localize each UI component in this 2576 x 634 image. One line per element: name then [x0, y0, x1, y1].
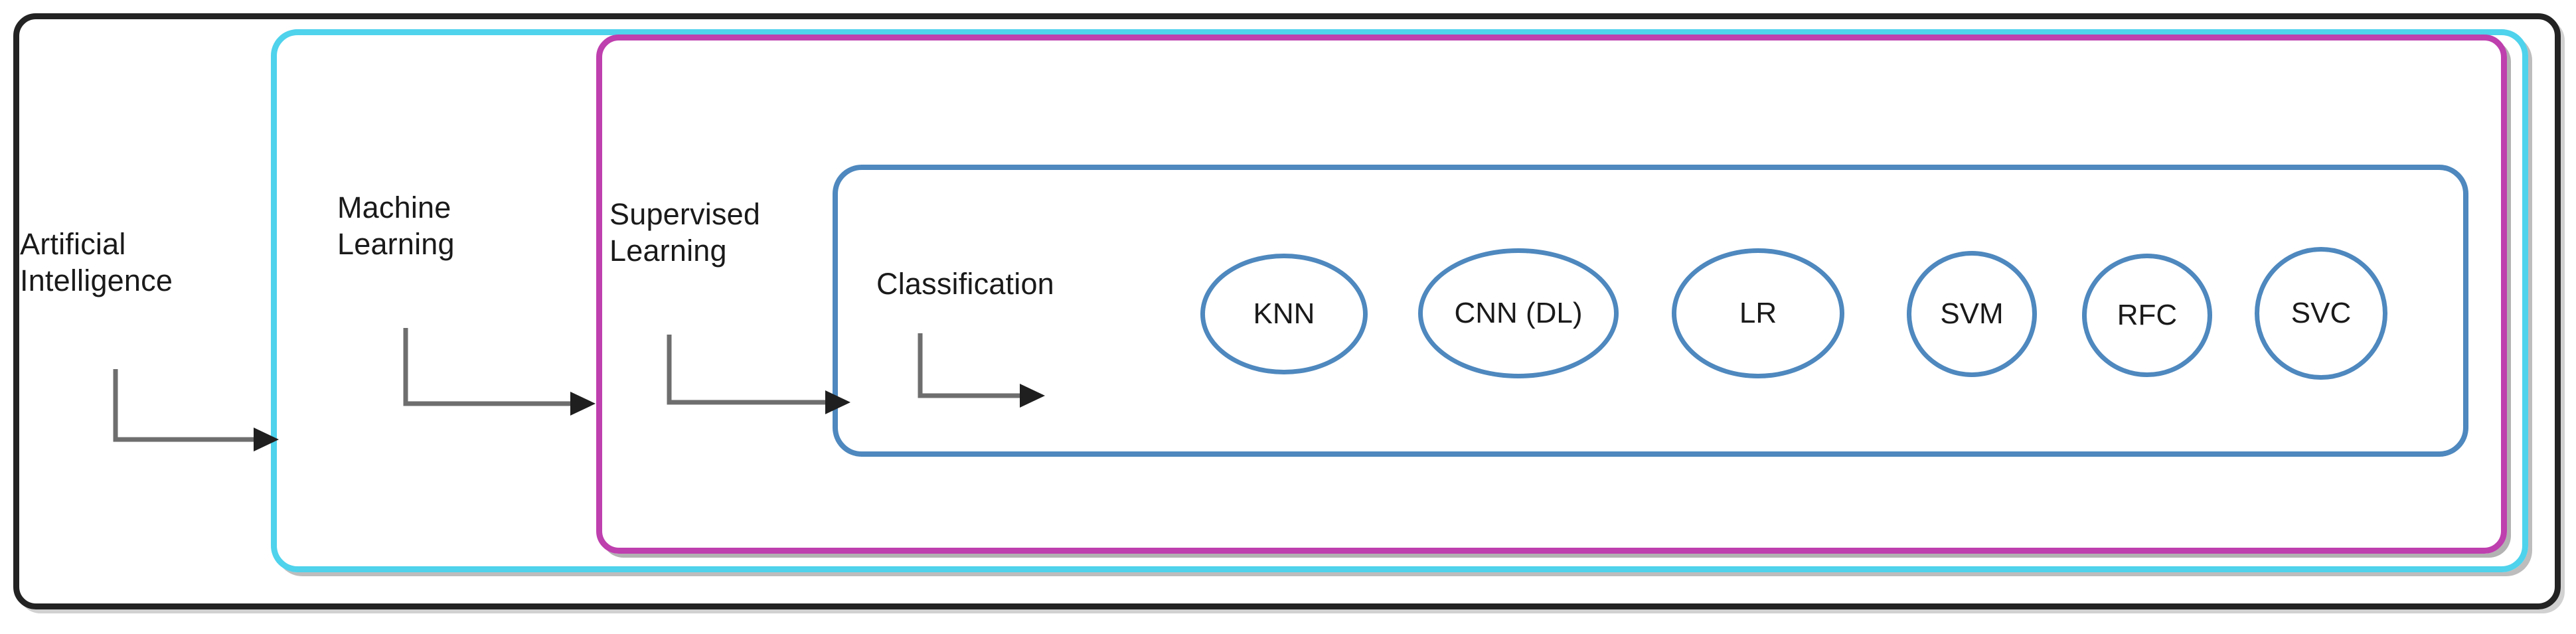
- arrow-ai-to-machine-learning: [112, 366, 284, 453]
- container-machine-learning: [271, 29, 2528, 572]
- label-artificial-intelligence: Artificial Intelligence: [20, 227, 173, 297]
- algorithm-ellipse-svc: SVC: [2255, 247, 2387, 380]
- arrow-ml-to-supervised-learning: [402, 325, 601, 418]
- algorithm-label: SVM: [1940, 297, 2004, 330]
- algorithm-ellipse-svm: SVM: [1907, 251, 2037, 377]
- algorithm-label: RFC: [2117, 299, 2178, 331]
- algorithm-label: CNN (DL): [1454, 297, 1583, 329]
- algorithm-label: SVC: [2291, 297, 2352, 329]
- algorithm-label: LR: [1739, 297, 1777, 329]
- algorithm-ellipse-knn: KNN: [1200, 254, 1368, 374]
- label-supervised-learning: Supervised Learning: [609, 197, 761, 268]
- container-artificial-intelligence: [13, 13, 2561, 609]
- label-machine-learning: Machine Learning: [337, 191, 455, 261]
- algorithm-ellipse-lr: LR: [1672, 248, 1844, 378]
- algorithm-ellipse-cnn-dl: CNN (DL): [1418, 248, 1619, 378]
- container-classification: [833, 165, 2468, 457]
- container-supervised-learning: [596, 35, 2507, 554]
- algorithm-label: KNN: [1253, 297, 1315, 330]
- arrow-classification-to-algorithms: [916, 331, 1076, 410]
- label-classification: Classification: [876, 267, 1054, 301]
- arrow-sl-to-classification: [665, 332, 858, 418]
- algorithm-ellipse-rfc: RFC: [2082, 254, 2212, 377]
